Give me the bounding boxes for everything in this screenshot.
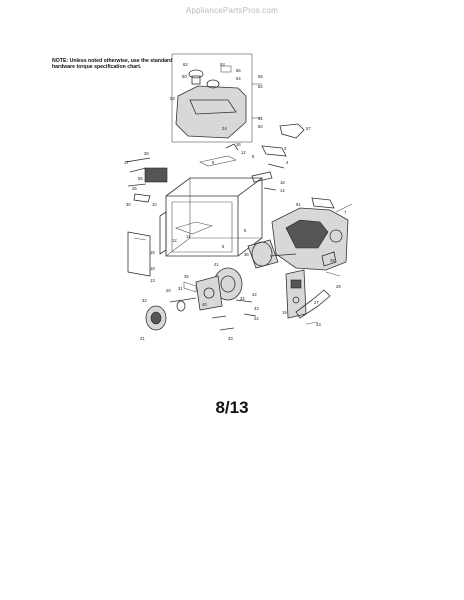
callout-label: 54 [236,76,241,81]
callout-label: 42 [252,292,257,297]
callout-label: 14 [280,188,285,193]
callout-label: 41 [214,262,219,267]
callout-label: 13 [150,278,155,283]
callout-label: 24 [222,126,227,131]
callout-label: 34 [240,296,245,301]
end-cover-group [145,281,197,331]
handle-group [295,289,331,325]
callout-label: 19 [282,310,287,315]
callout-label: 55 [258,74,263,79]
hardware-top-right [251,145,287,191]
callout-label: 10 [152,202,157,207]
fuel-tank-group [171,53,262,143]
control-panel-group [285,269,307,319]
rotor-group [247,239,297,269]
callout-label: 12 [172,238,177,243]
callout-label: 23 [316,322,321,327]
callout-label: 32 [142,298,147,303]
site-watermark: AppliancePartsPros.com [186,6,278,15]
callout-label: 31 [178,286,183,291]
callout-label: 29 [336,284,341,289]
frame-group [159,143,263,257]
callout-labels: 62 60 53 56 54 55 52 53 51 57 50 24 26 1… [124,62,347,341]
callout-label: 35 [184,274,189,279]
callout-label: 51 [258,116,263,121]
callout-label: 4 [286,160,289,165]
callout-label: 40 [202,302,207,307]
engine-group [271,197,353,271]
callout-label: 9 [212,160,215,165]
callout-label: 36 [244,252,249,257]
callout-label: 7 [344,210,347,215]
hardware-top-left [125,157,168,203]
callout-label: 22 [254,316,259,321]
callout-label: 30 [126,202,131,207]
callout-label: 15 [150,250,155,255]
callout-label: 6 [222,244,225,249]
callout-label: 16 [280,180,285,185]
callout-label: 12 [241,150,246,155]
callout-label: 25 [132,186,137,191]
callout-label: 8 [252,154,255,159]
callout-label: 28 [330,258,335,263]
torque-note: NOTE: Unless noted otherwise, use the st… [52,58,173,71]
callout-label: 3 [284,146,287,151]
callout-label: 56 [236,68,241,73]
callout-label: 33 [228,336,233,341]
callout-label: 62 [183,62,188,67]
hardware-bottom [211,251,341,331]
side-panel-group [127,231,151,277]
callout-label: 18 [150,266,155,271]
callout-label: 11 [186,234,191,239]
callout-label: 52 [258,84,263,89]
callout-label: 57 [306,126,311,131]
callout-label: 53 [170,96,175,101]
stator-group [195,267,243,311]
callout-label: 53 [220,62,225,67]
callout-label: 50 [258,124,263,129]
callout-label: 55 [138,176,143,181]
callout-label: 27 [314,300,319,305]
callout-label: 26 [236,142,241,147]
callout-label: 17 [124,160,129,165]
callout-label: 20 [166,288,171,293]
callout-label: 21 [140,336,145,341]
callout-label: 60 [182,74,187,79]
bracket-group [279,123,305,139]
callout-label: 38 [144,151,149,156]
callout-label: 5 [244,228,247,233]
page-number: 8/13 [215,398,249,417]
callout-label: 61 [296,202,301,207]
callout-label: 43 [254,306,259,311]
